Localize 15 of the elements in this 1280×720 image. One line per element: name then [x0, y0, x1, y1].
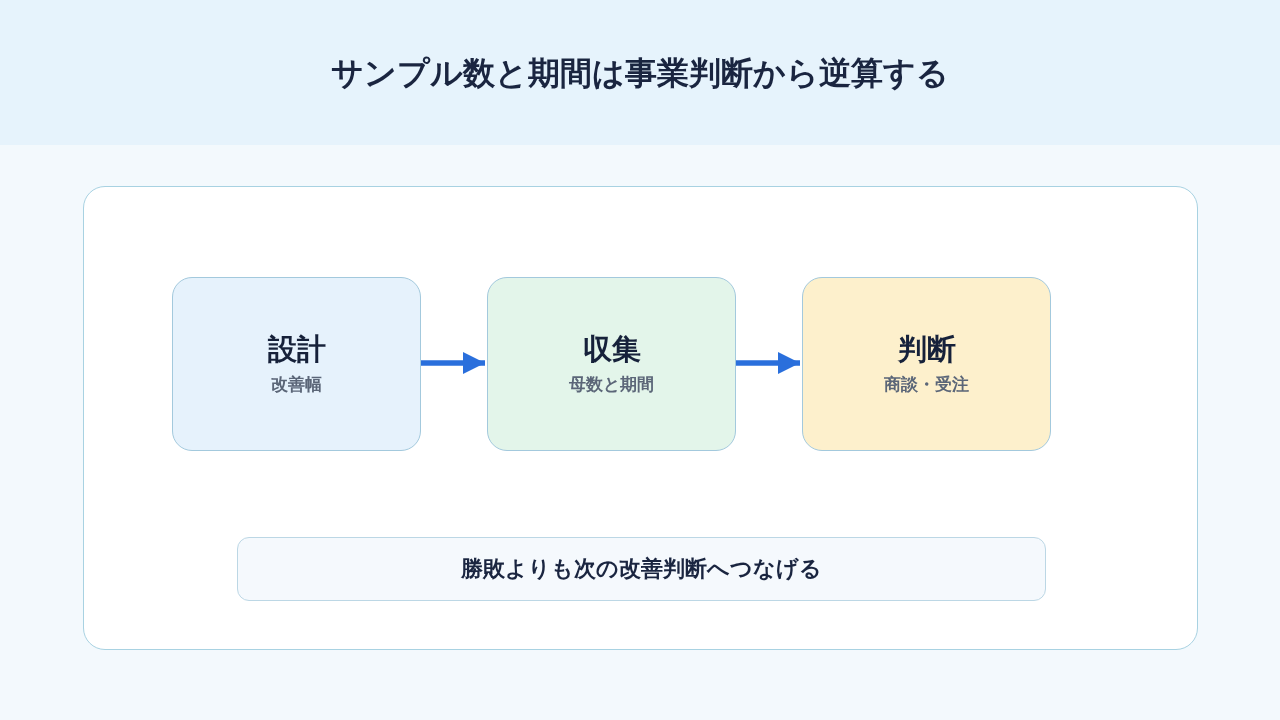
process-box: [172, 277, 421, 451]
box-heading: 設計: [267, 331, 326, 368]
arrow: [736, 352, 800, 374]
process-box: [802, 277, 1051, 451]
box-subtitle: 改善幅: [271, 373, 322, 396]
process-box: [487, 277, 736, 451]
box-subtitle: 母数と期間: [569, 373, 654, 396]
arrow: [421, 352, 485, 374]
box-heading: 収集: [582, 331, 641, 368]
box-subtitle: 商談・受注: [884, 373, 969, 396]
panel: [83, 186, 1198, 650]
box-heading: 判断: [897, 331, 956, 368]
note-bar: [237, 537, 1046, 601]
title: サンプル数と期間は事業判断から逆算する: [331, 53, 949, 94]
note-text: 勝敗よりも次の改善判断へつなげる: [461, 554, 822, 583]
